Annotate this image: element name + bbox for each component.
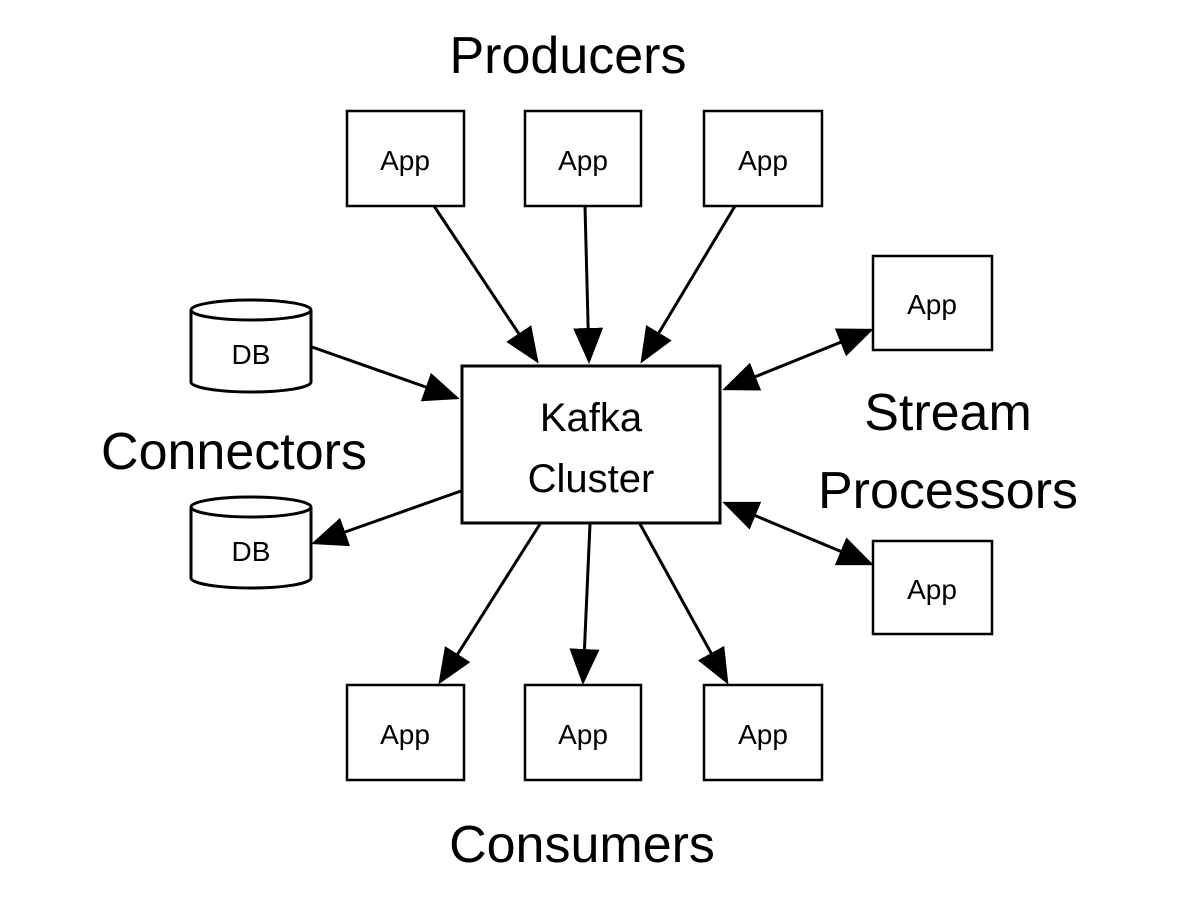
svg-text:App: App [907,574,957,605]
svg-text:App: App [558,719,608,750]
consumer-app-2: App [523,683,643,782]
arrow-producer-2 [573,205,604,364]
kafka-cluster-box: Kafka Cluster [460,364,722,525]
arrow-db-out [311,489,462,547]
svg-text:App: App [558,145,608,176]
arrow-consumer-2 [569,523,600,685]
arrow-producer-3 [640,205,737,364]
arrow-stream-2 [722,501,874,566]
producers-label: Producers [450,27,687,85]
producer-app-2: App [523,109,643,208]
arrow-consumer-3 [638,523,729,685]
connectors-label: Connectors [101,423,367,481]
database-2: DB [189,495,313,590]
arrow-db-in [311,345,460,402]
svg-text:App: App [738,719,788,750]
svg-text:App: App [380,145,430,176]
cluster-label-line2: Cluster [528,457,655,501]
producer-app-3: App [702,109,824,208]
arrow-consumer-1 [438,523,542,685]
consumers-label: Consumers [449,816,715,874]
consumer-app-3: App [702,683,824,782]
svg-text:App: App [380,719,430,750]
svg-text:App: App [738,145,788,176]
producer-app-1: App [345,109,466,208]
arrow-producer-1 [432,205,539,364]
cluster-label-line1: Kafka [540,396,643,440]
arrow-stream-1 [722,328,874,391]
consumer-app-1: App [345,683,466,782]
svg-text:DB: DB [232,536,271,567]
svg-text:App: App [907,289,957,320]
processors-label: Processors [818,462,1078,520]
stream-app-2: App [871,539,994,636]
stream-app-1: App [871,254,994,352]
database-1: DB [189,298,313,394]
stream-label: Stream [864,384,1032,442]
svg-text:DB: DB [232,339,271,370]
